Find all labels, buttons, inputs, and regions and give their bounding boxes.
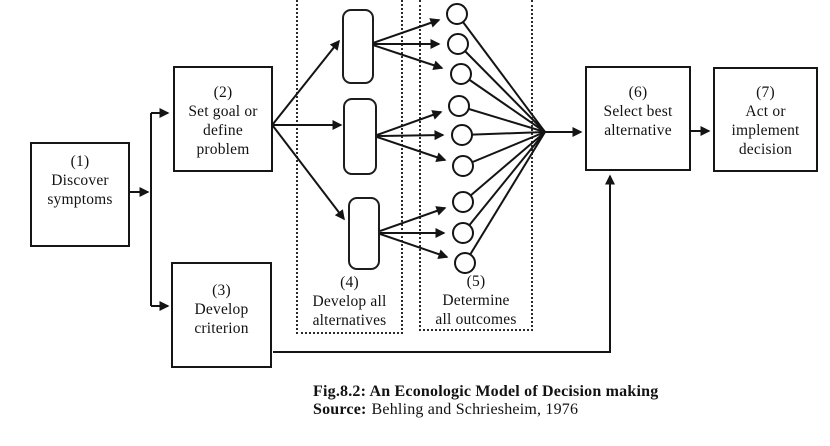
outcome-link-line [456, 13, 546, 133]
outcome-link-line [462, 131, 546, 234]
outcome-nodes [446, 3, 476, 274]
step-label-line: alternative [604, 122, 672, 139]
step-label-line: implement [731, 122, 800, 139]
step-2-set-goal-box: (2) Set goal or define problem [173, 66, 273, 172]
step-label-line: Discover [51, 172, 109, 189]
flow-arrow [372, 44, 444, 71]
outcome-link-line [460, 73, 546, 133]
figure-caption: Fig.8.2: An Econologic Model of Decision… [313, 383, 658, 419]
step-label-line: Set goal or [188, 103, 258, 120]
outcome-link-line [461, 131, 546, 136]
step-number: (3) [212, 282, 231, 299]
alternatives-group-region [296, 0, 403, 334]
source-text: Behling and Schriesheim, 1976 [371, 401, 579, 418]
flow-arrows [130, 18, 711, 353]
figure-caption-source: Source:Behling and Schriesheim, 1976 [313, 401, 658, 419]
step-3-develop-criterion-box: (3) Develop criterion [171, 262, 272, 368]
step-label-line: problem [196, 141, 250, 158]
step-7-act-implement-box: (7) Act or implement decision [713, 67, 818, 172]
outcome-node [447, 33, 469, 55]
step-number: (7) [756, 84, 775, 101]
step-number: (4) [340, 274, 359, 291]
outcome-link-line [462, 131, 546, 203]
step-label-line: criterion [194, 320, 249, 337]
outcome-node [446, 3, 468, 25]
step-1-discover-symptoms-box: (1) Discover symptoms [30, 142, 130, 247]
flow-arrow [376, 136, 447, 163]
step-label-line: all outcomes [435, 311, 517, 328]
outcome-node [450, 63, 472, 85]
step-label-line: define [203, 122, 243, 139]
step-number: (2) [213, 84, 233, 101]
step-label-line: Determine [442, 292, 510, 309]
outcome-link-line [458, 105, 546, 133]
outcome-node [452, 222, 474, 244]
outcome-node [452, 155, 474, 177]
step-number: (1) [70, 153, 90, 170]
flow-arrow [379, 233, 449, 259]
step-label-line: decision [738, 141, 793, 158]
step-number: (5) [466, 273, 486, 290]
source-label: Source: [313, 401, 367, 418]
flow-arrow [272, 125, 345, 221]
step-number: (6) [628, 84, 648, 101]
outcome-node [454, 252, 476, 274]
step-label-line: Select best [603, 103, 673, 120]
outcome-node [448, 95, 470, 117]
step-5-determine-outcomes-label: (5) Determine all outcomes [419, 272, 533, 329]
flow-arrow [376, 130, 445, 141]
outcomes-group-region [419, 0, 533, 331]
step-label-line: Act or [745, 103, 786, 120]
outcome-link-lines [456, 13, 546, 264]
step-6-select-best-alternative-box: (6) Select best alternative [585, 66, 691, 171]
step-label-line: Develop all [312, 293, 387, 310]
flow-arrow [379, 206, 447, 232]
outcome-node [451, 124, 473, 146]
flow-arrow [372, 18, 441, 44]
step-label-line: Develop [194, 301, 249, 318]
alternative-node-1 [342, 9, 374, 84]
outcome-node [452, 191, 474, 213]
outcome-link-line [462, 131, 546, 167]
outcome-link-line [464, 131, 546, 264]
outcome-link-line [457, 43, 546, 133]
step-label-line: alternatives [312, 312, 387, 329]
flow-arrow [272, 39, 340, 125]
alternative-node-3 [348, 197, 380, 270]
step-4-develop-alternatives-label: (4) Develop all alternatives [296, 273, 403, 330]
flow-arrow [376, 110, 443, 136]
flow-arrow [273, 174, 615, 353]
alternative-node-2 [343, 98, 377, 175]
figure-caption-title: Fig.8.2: An Econologic Model of Decision… [313, 383, 659, 400]
step-label-line: symptoms [47, 191, 113, 208]
